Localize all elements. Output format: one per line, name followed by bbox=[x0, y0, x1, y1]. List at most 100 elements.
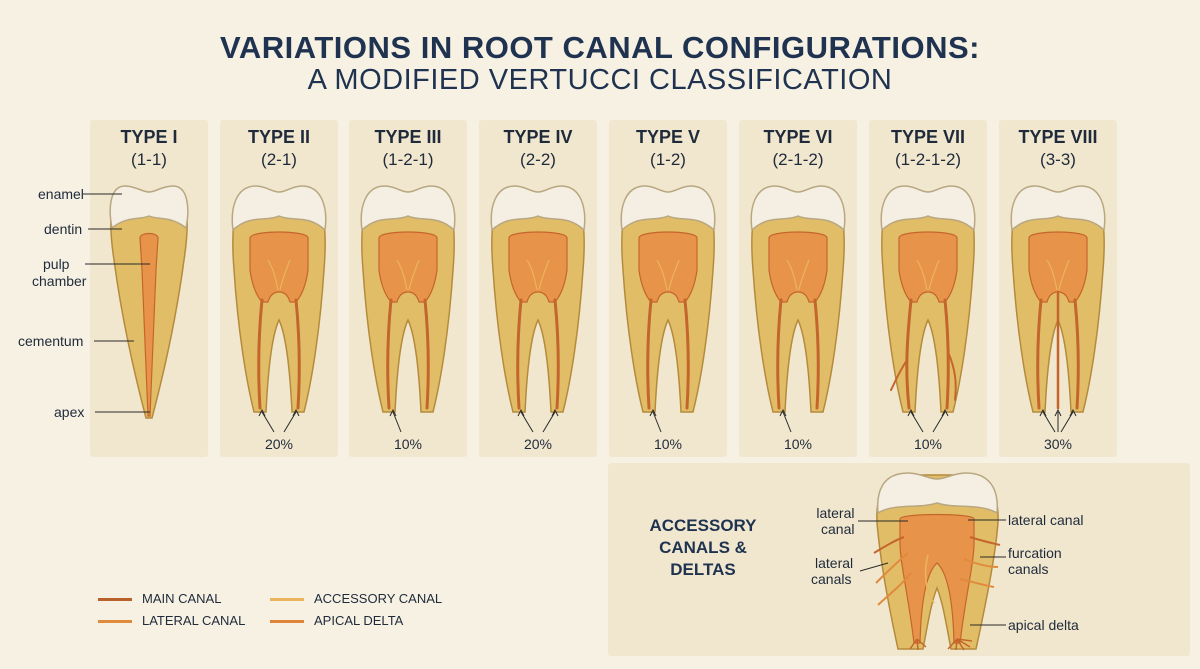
acc-lateral-canal-left-upper bbox=[873, 536, 905, 554]
acc-label-furcation: furcation canals bbox=[1008, 545, 1062, 577]
legend-accessory-canal: ACCESSORY CANAL bbox=[314, 591, 443, 606]
title-line-1: VARIATIONS IN ROOT CANAL CONFIGURATIONS: bbox=[220, 30, 980, 65]
arrow-right bbox=[1060, 411, 1074, 433]
panel-type-5: TYPE V (1-2) 10% bbox=[609, 120, 727, 457]
arrow-right bbox=[932, 411, 946, 433]
canal-right bbox=[683, 298, 690, 410]
arrow-right bbox=[542, 411, 556, 433]
type-percent: 20% bbox=[523, 436, 553, 452]
acc-lateral-canal-left-lower bbox=[875, 552, 909, 584]
type-name: TYPE III bbox=[374, 127, 442, 147]
canal-right bbox=[1073, 298, 1080, 410]
accessory-branches bbox=[916, 259, 940, 291]
pulp-chamber bbox=[378, 231, 438, 303]
type-name: TYPE II bbox=[247, 127, 310, 147]
acc-furcation-canal-2 bbox=[959, 578, 995, 588]
arrow-left-head bbox=[779, 408, 787, 417]
acc-furcation-canal-1 bbox=[963, 558, 999, 568]
enamel bbox=[360, 185, 456, 232]
tooth-type-8 bbox=[1010, 185, 1106, 433]
leader-lateral-canals-left bbox=[859, 562, 889, 572]
panel-type-4: TYPE IV (2-2) 20% bbox=[479, 120, 597, 457]
pulp-chamber bbox=[768, 231, 828, 303]
label-apex: apex bbox=[54, 404, 85, 420]
acc-lateral-canal-left-3 bbox=[877, 572, 912, 606]
enamel bbox=[1010, 185, 1106, 232]
acc-label-lateral-canal-right: lateral canal bbox=[1008, 512, 1084, 528]
label-dentin: dentin bbox=[44, 221, 83, 237]
acc-apical-delta bbox=[947, 638, 973, 651]
canal-right bbox=[294, 298, 301, 410]
acc-accessory-canal bbox=[924, 554, 935, 604]
arrow-left-head bbox=[389, 408, 397, 417]
type-code: (1-2-1) bbox=[382, 150, 434, 169]
canal-left bbox=[905, 298, 913, 410]
pulp-chamber bbox=[638, 231, 698, 303]
type-code: (1-1) bbox=[131, 150, 167, 169]
canal-right bbox=[943, 298, 950, 410]
canal-lateral-left bbox=[890, 359, 908, 391]
accessory-branches bbox=[396, 259, 420, 291]
tooth-type-3 bbox=[360, 185, 456, 433]
accessory-tooth-diagram bbox=[858, 472, 1006, 651]
accessory-title-line-2: CANALS & bbox=[659, 538, 747, 557]
pulp-chamber bbox=[898, 231, 958, 303]
arrow-left-head bbox=[258, 408, 266, 417]
acc-label-lateral-canals-left-line-2: canals bbox=[811, 571, 852, 587]
acc-label-lateral-canals-left: lateral canals bbox=[811, 555, 853, 587]
title-line-2: A MODIFIED VERTUCCI CLASSIFICATION bbox=[307, 64, 893, 96]
arrow-left-head bbox=[907, 408, 915, 417]
accessory-branches bbox=[786, 259, 810, 291]
arrow-right-head bbox=[551, 408, 559, 417]
accessory-branches bbox=[1046, 259, 1070, 291]
acc-label-lateral-canals-left-line-1: lateral bbox=[815, 555, 854, 571]
type-name: TYPE VI bbox=[763, 127, 833, 147]
enamel bbox=[880, 185, 976, 232]
enamel bbox=[620, 185, 716, 232]
tooth-type-4 bbox=[490, 185, 586, 433]
panel-type-7: TYPE VII (1-2-1-2) 10% bbox=[869, 120, 987, 457]
accessory-branches bbox=[526, 259, 550, 291]
canal-left bbox=[386, 298, 393, 410]
tooth-type-6 bbox=[750, 185, 846, 433]
label-pulp: pulp bbox=[43, 256, 70, 272]
arrow-left bbox=[392, 411, 402, 433]
type-percent: 10% bbox=[653, 436, 683, 452]
legend-swatch-main-canal bbox=[98, 598, 132, 601]
type-percent: 10% bbox=[783, 436, 813, 452]
arrow-right bbox=[283, 411, 297, 433]
pulp bbox=[139, 232, 159, 417]
type-code: (2-1) bbox=[261, 150, 297, 169]
type-code: (1-2) bbox=[650, 150, 686, 169]
type-code: (2-1-2) bbox=[772, 150, 824, 169]
type-name: TYPE VIII bbox=[1018, 127, 1098, 147]
type-percent: 10% bbox=[913, 436, 943, 452]
legend-swatch-apical-delta bbox=[270, 620, 304, 623]
panel-type-6: TYPE VI (2-1-2) 10% bbox=[739, 120, 857, 457]
acc-label-lateral-canal-left-line-2: canal bbox=[821, 521, 855, 537]
type-name: TYPE V bbox=[635, 127, 701, 147]
panel-type-3: TYPE III (1-2-1) 10% bbox=[349, 120, 467, 457]
canal-right bbox=[423, 298, 430, 410]
arrow-right-head bbox=[941, 408, 949, 417]
acc-label-lateral-canal-left-line-1: lateral bbox=[816, 505, 855, 521]
acc-enamel bbox=[876, 472, 999, 515]
arrow-right-head bbox=[292, 408, 300, 417]
acc-apical-delta-left bbox=[909, 638, 927, 651]
canal-left bbox=[646, 298, 653, 410]
accessory-title: ACCESSORY CANALS & DELTAS bbox=[628, 515, 778, 581]
tooth-type-7 bbox=[880, 185, 976, 433]
accessory-panel: ACCESSORY CANALS & DELTAS lateral canal … bbox=[608, 463, 1190, 656]
enamel bbox=[750, 185, 846, 232]
arrow-left bbox=[910, 411, 924, 433]
canal-lateral-right bbox=[947, 351, 957, 401]
acc-label-apical-delta: apical delta bbox=[1008, 617, 1079, 633]
panel-type-8: TYPE VIII (3-3) 30% bbox=[999, 120, 1117, 457]
accessory-branches bbox=[656, 259, 680, 291]
panel-type-1: TYPE I (1-1) bbox=[90, 120, 208, 457]
tooth-type-5 bbox=[620, 185, 716, 433]
tooth-type-1 bbox=[109, 185, 189, 419]
canal-right bbox=[553, 298, 560, 410]
acc-label-lateral-canal-left: lateral canal bbox=[815, 505, 854, 537]
